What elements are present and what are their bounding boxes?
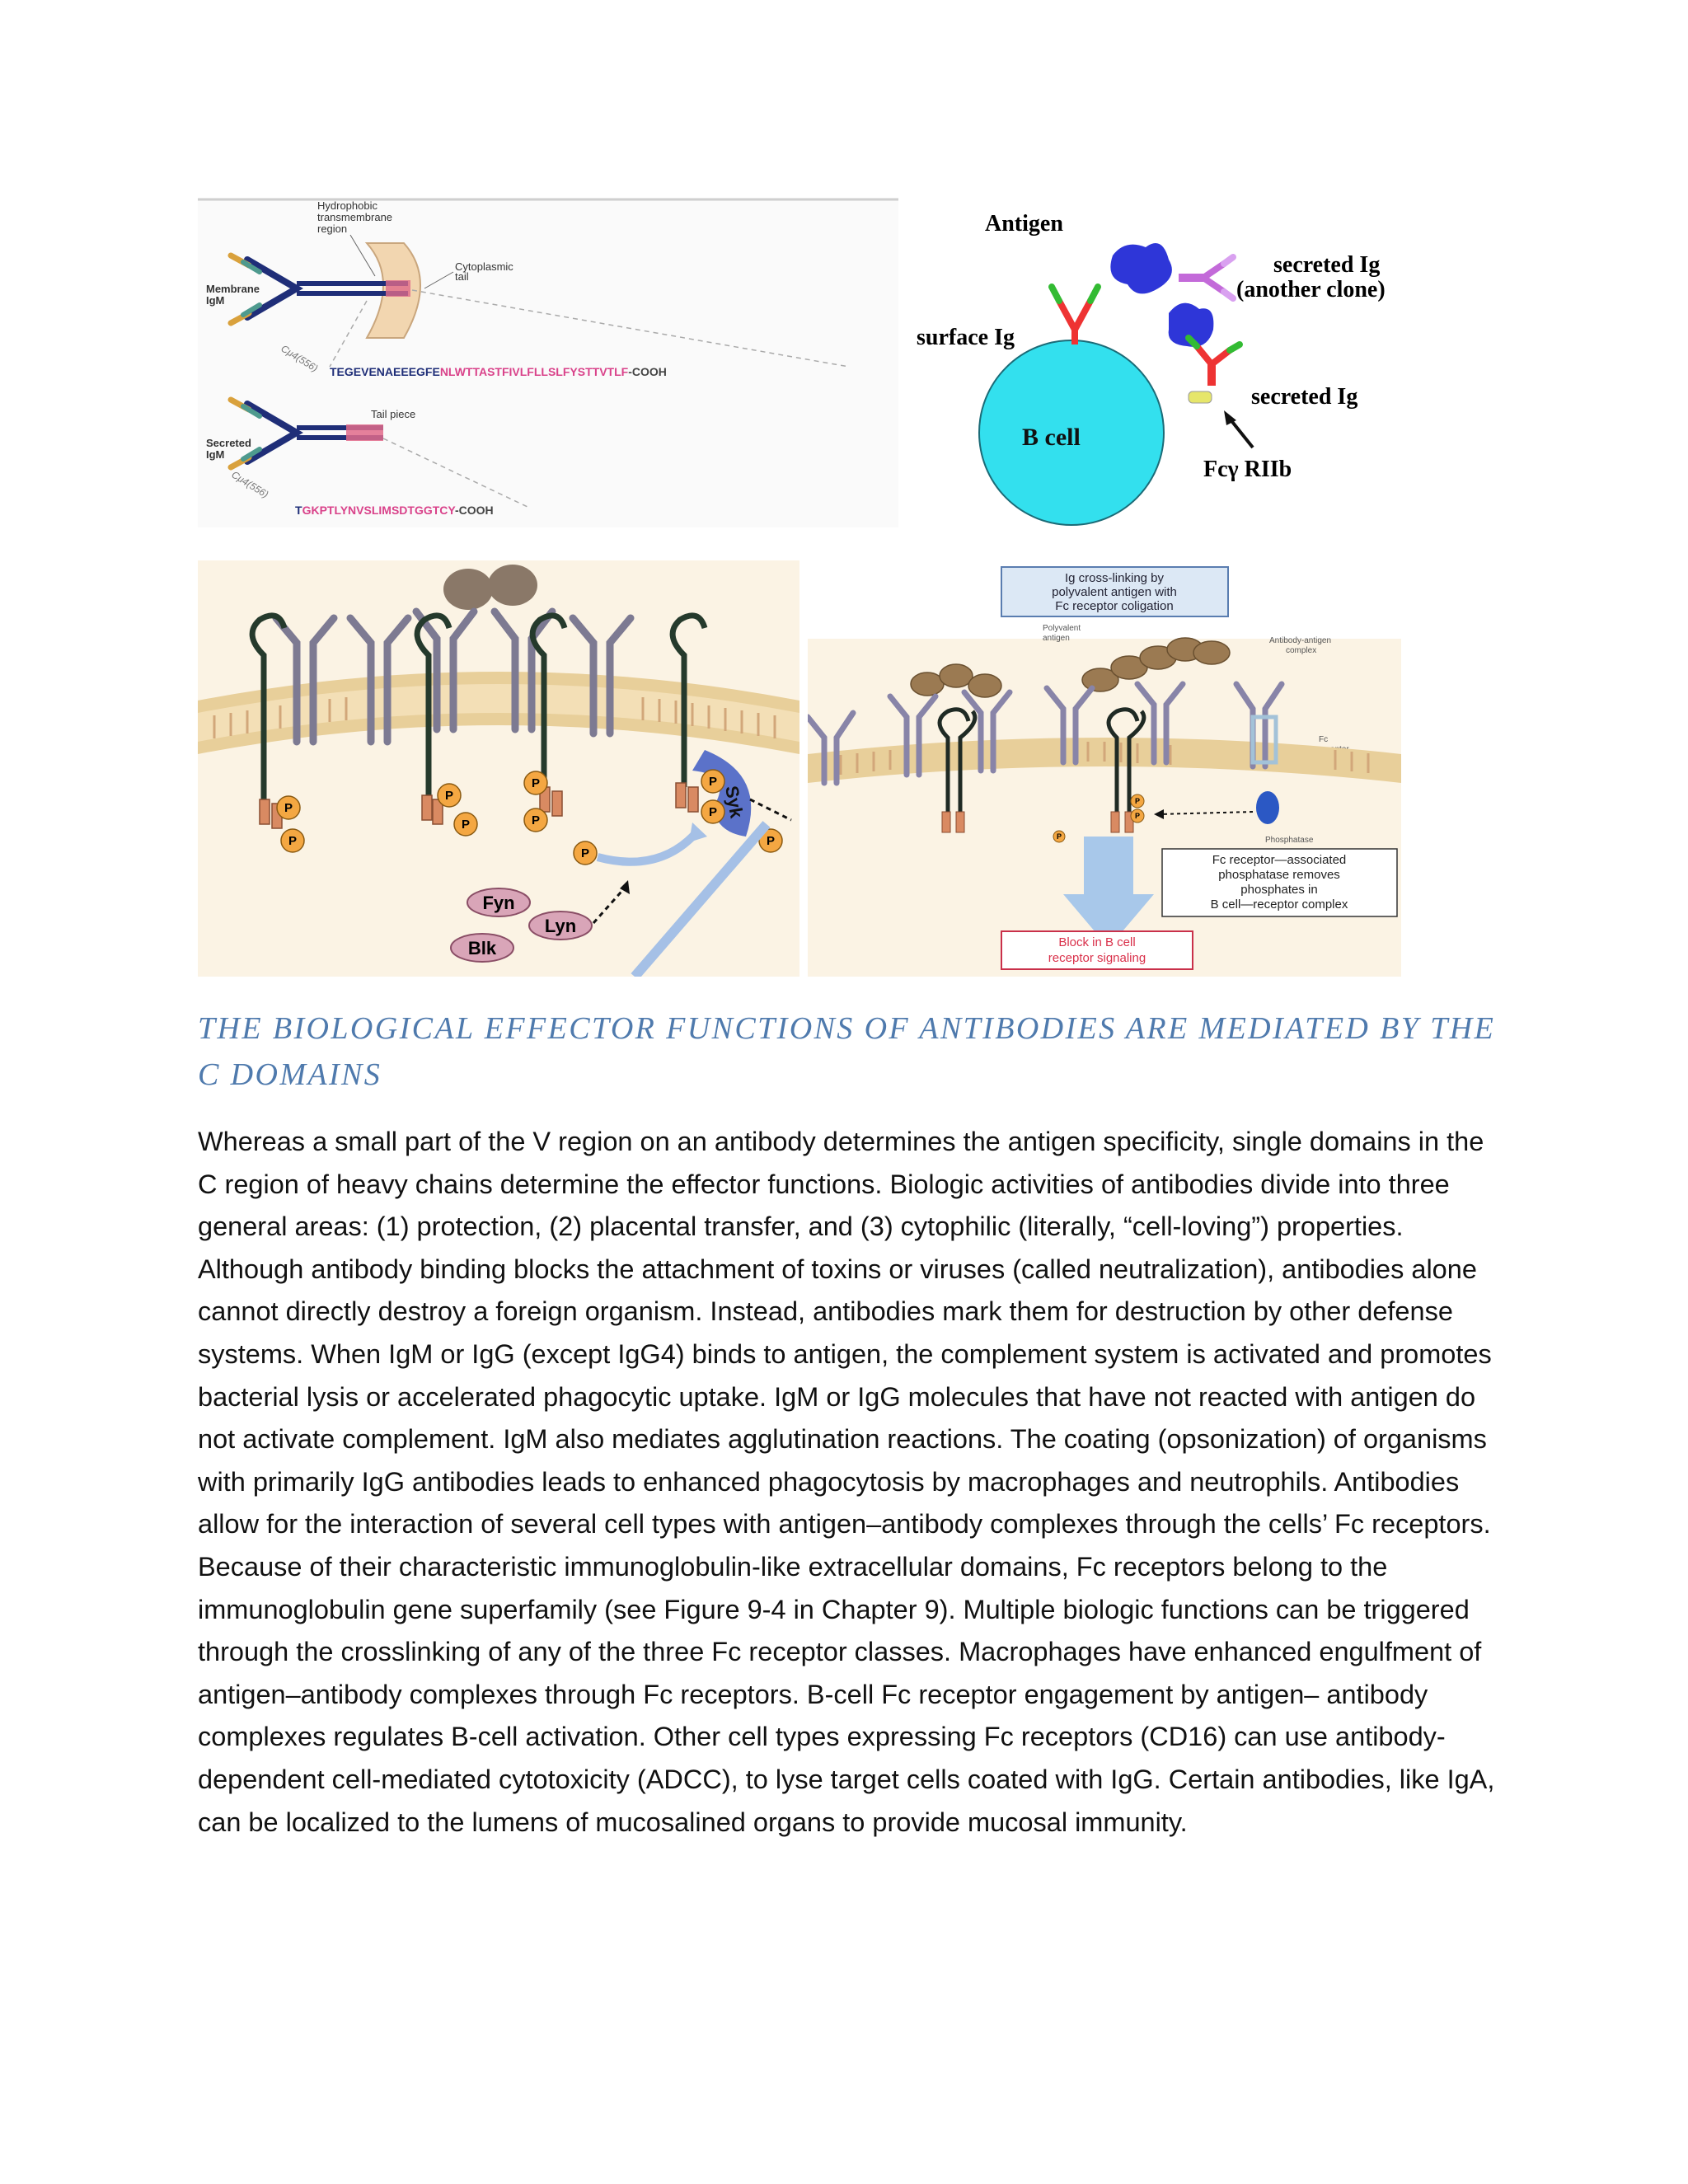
label-complex-2: complex xyxy=(1286,646,1316,655)
svg-text:P: P xyxy=(709,775,717,789)
box-phos-line-1: Fc receptor—associated xyxy=(1212,853,1347,867)
label-polyvalent-1: Polyvalent xyxy=(1043,624,1081,633)
signal-arrow-down xyxy=(631,821,771,977)
label-polyvalent-2: antigen xyxy=(1043,634,1070,643)
label-cu4-bottom: Cμ4(556) xyxy=(229,469,270,500)
label-tail: tail xyxy=(455,270,469,283)
label-fc-1: Fc xyxy=(1319,735,1328,744)
signal-arrow-curved xyxy=(596,829,700,866)
label-cu4-top: Cμ4(556) xyxy=(279,343,320,374)
svg-text:P: P xyxy=(532,776,540,790)
box-block-signaling xyxy=(1001,930,1193,970)
ig-alpha-beta xyxy=(249,612,708,804)
fc-receptor xyxy=(1250,715,1279,824)
svg-text:P: P xyxy=(709,805,717,819)
sequence-secreted: TGKPTLYNVSLIMSDTGGTCY-COOH xyxy=(295,504,494,517)
antigen-bead-2 xyxy=(488,565,537,606)
svg-text:P: P xyxy=(532,813,540,827)
secreted-ig xyxy=(1185,335,1243,386)
svg-text:P: P xyxy=(462,818,470,832)
label-secreted-ig-clone-1: secreted Ig xyxy=(1273,252,1380,278)
antigen-bead-1 xyxy=(443,569,493,610)
itam-segments xyxy=(259,782,699,829)
section-heading: THE BIOLOGICAL EFFECTOR FUNCTIONS OF ANT… xyxy=(198,1011,1496,1092)
svg-text:P: P xyxy=(1135,812,1140,820)
antigen-blob-1 xyxy=(1110,243,1172,294)
polyvalent-antigen xyxy=(910,637,1231,698)
label-surface-ig: surface Ig xyxy=(917,325,1015,350)
fc-receptor-arrow xyxy=(1228,417,1254,449)
kinase-arrow xyxy=(592,885,628,924)
label-fyn: Fyn xyxy=(482,893,514,913)
body-paragraph: Whereas a small part of the V region on … xyxy=(198,1127,1495,1837)
igm-structure-diagram: Hydrophobic transmembrane region Cytopla… xyxy=(198,198,898,517)
ig-alpha-beta xyxy=(937,707,1146,824)
svg-text:P: P xyxy=(288,834,297,848)
label-cytoplasmic: Cytoplasmic xyxy=(455,260,513,273)
itam-segments xyxy=(941,811,1134,833)
box-phos-line-2: phosphatase removes xyxy=(1218,868,1340,882)
label-fc-receptor: Fcγ RIIb xyxy=(1203,457,1292,482)
sequence-membrane: TEGEVENAEEEGFENLWTTASTFIVLFLLSLFYSTTVTLF… xyxy=(330,365,667,378)
label-phosphatase: Phosphatase xyxy=(1265,836,1314,845)
figure-bcr-signaling: Syk P P P P P P P P P P Fyn Lyn Blk xyxy=(198,560,799,977)
svg-text:P: P xyxy=(767,834,775,848)
label-blk: Blk xyxy=(468,938,497,958)
src-kinases: Fyn Lyn Blk xyxy=(450,888,593,963)
secreted-igm-molecule xyxy=(227,396,383,471)
label-complex-1: Antibody-antigen xyxy=(1269,636,1331,645)
label-secreted: Secreted xyxy=(206,437,251,449)
phosphatase-arrow xyxy=(1157,811,1254,815)
label-membrane-igm: IgM xyxy=(206,294,224,307)
coligation-diagram: Ig cross-linking by polyvalent antigen w… xyxy=(808,560,1401,970)
box-title-line-2: polyvalent antigen with xyxy=(1052,585,1177,599)
box-block-line-2: receptor signaling xyxy=(1048,951,1146,965)
label-hydrophobic: Hydrophobic xyxy=(317,199,377,212)
bcr-signaling-diagram: Syk P P P P P P P P P P Fyn Lyn Blk xyxy=(198,565,799,977)
label-secreted-ig-clone-2: (another clone) xyxy=(1236,277,1386,302)
box-phos-line-4: B cell—receptor complex xyxy=(1211,898,1348,912)
secreted-ig-another-clone xyxy=(1179,254,1236,302)
bcr-receptors xyxy=(272,607,635,746)
label-membrane: Membrane xyxy=(206,283,260,295)
label-tail-piece: Tail piece xyxy=(371,408,415,420)
b-cell-diagram: B cell surface Ig Antigen secreted Ig (a… xyxy=(917,211,1386,526)
surface-ig xyxy=(1048,284,1101,344)
fc-receptor-shape xyxy=(1188,391,1212,404)
figure-fc-receptor-coligation: Ig cross-linking by polyvalent antigen w… xyxy=(808,560,1401,977)
label-lyn: Lyn xyxy=(545,916,576,936)
figure-membrane-secreted-igm: Hydrophobic transmembrane region Cytopla… xyxy=(198,198,898,527)
svg-text:P: P xyxy=(284,801,293,815)
label-transmembrane: transmembrane xyxy=(317,211,392,223)
svg-text:P: P xyxy=(445,789,453,803)
label-secreted-ig: secreted Ig xyxy=(1251,384,1357,410)
box-ig-crosslinking xyxy=(1001,566,1229,617)
box-phos-line-3: phosphates in xyxy=(1240,883,1317,897)
phosphate-group: P P P P P P P P P P xyxy=(276,769,783,865)
membrane-igm-molecule xyxy=(227,252,410,326)
svg-text:P: P xyxy=(581,846,589,860)
svg-text:P: P xyxy=(1135,797,1140,805)
antigen-blob-2 xyxy=(1168,302,1214,347)
label-secreted-igm: IgM xyxy=(206,448,224,461)
box-phosphatase xyxy=(1161,848,1398,917)
blocked-signal-arrow xyxy=(1063,837,1154,948)
label-b-cell: B cell xyxy=(1022,424,1081,451)
box-title-line-3: Fc receptor coligation xyxy=(1055,599,1173,613)
phosphates: P P P xyxy=(1053,794,1145,843)
label-antigen: Antigen xyxy=(985,211,1063,237)
box-title-line-1: Ig cross-linking by xyxy=(1065,571,1165,585)
figure-b-cell-fc-receptor: B cell surface Ig Antigen secreted Ig (a… xyxy=(907,198,1484,527)
svg-text:P: P xyxy=(1057,832,1062,841)
box-block-line-1: Block in B cell xyxy=(1058,935,1135,949)
label-region: region xyxy=(317,223,347,235)
